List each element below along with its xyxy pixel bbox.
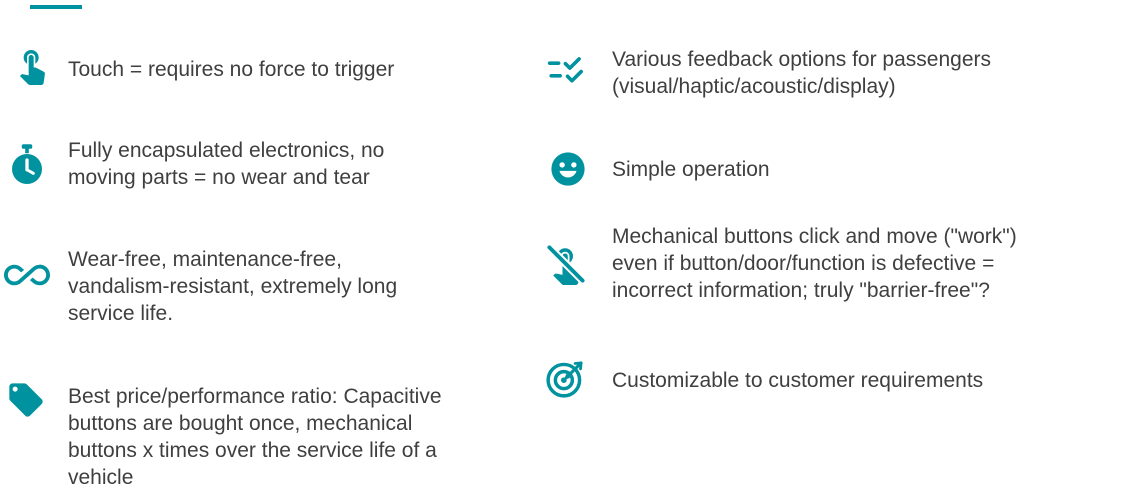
feature-text: Fully encapsulated electronics, no movin… — [68, 139, 385, 189]
feature-text: Touch = requires no force to trigger — [68, 58, 395, 81]
feature-text: Mechanical buttons click and move ("work… — [612, 225, 1017, 302]
feature-text: Customizable to customer requirements — [612, 369, 984, 392]
accent-line — [30, 5, 82, 9]
feature-text: Simple operation — [612, 158, 770, 181]
feature-text: Various feedback options for passengers … — [612, 48, 992, 98]
stopwatch-icon — [9, 144, 45, 185]
feedback-checks-icon — [547, 55, 587, 85]
infinity-icon — [4, 252, 50, 298]
price-tag-icon — [6, 380, 46, 420]
touch-icon — [12, 45, 52, 85]
smiley-icon — [549, 150, 587, 188]
target-icon — [545, 355, 589, 399]
feature-text: Wear-free, maintenance-free, vandalism-r… — [68, 248, 398, 325]
no-mechanical-click-icon — [545, 243, 587, 285]
feature-text: Best price/performance ratio: Capacitive… — [68, 385, 442, 489]
